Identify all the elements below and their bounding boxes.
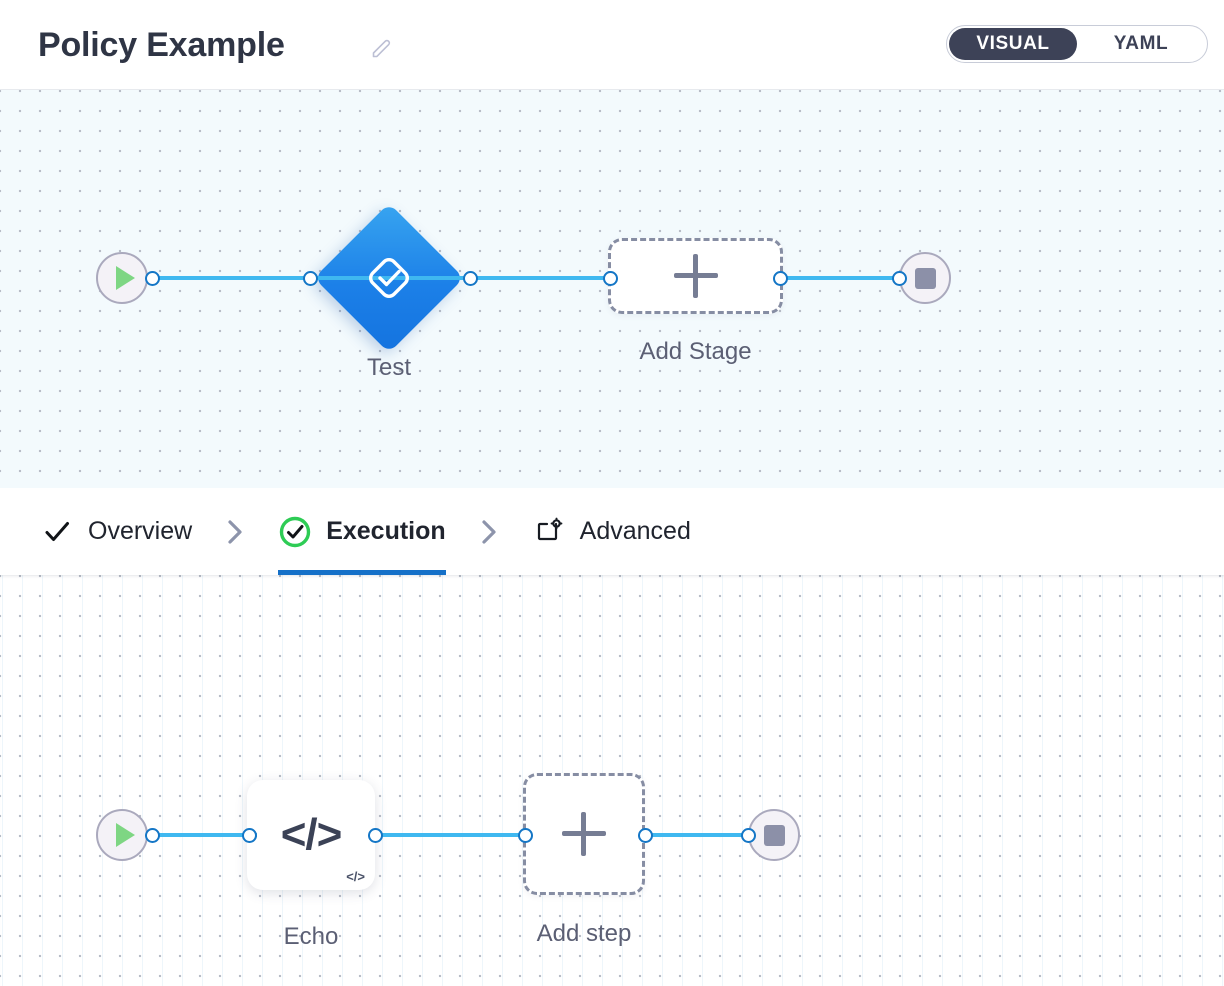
plus-icon-2 [562,812,606,856]
edge-start-to-echo [152,833,257,837]
step-tabbar[interactable]: Overview Execution Advanced [0,488,1224,575]
port-echo-out[interactable] [368,828,383,843]
chevron-right-icon-2 [476,515,502,549]
mode-toggle-yaml[interactable]: YAML [1113,33,1169,54]
add-stage-label: Add Stage [639,338,752,365]
stop-icon-2 [748,809,800,861]
play-icon-2 [96,809,148,861]
port-addstage-out[interactable] [773,271,788,286]
tab-advanced[interactable]: Advanced [532,488,691,575]
port-addstage-in[interactable] [603,271,618,286]
play-icon [96,252,148,304]
stage-node-test[interactable] [314,203,464,353]
port-step-start-out[interactable] [145,828,160,843]
approval-check-icon [363,252,415,304]
stage-end-node[interactable] [899,252,951,304]
tab-advanced-label: Advanced [579,517,691,545]
check-circle-icon [278,515,312,549]
chevron-right-icon [222,515,248,549]
port-test-in[interactable] [303,271,318,286]
edge-test-to-addstage [469,276,614,280]
port-echo-in[interactable] [242,828,257,843]
step-node-echo[interactable]: </> </> [247,780,375,890]
step-type-badge: </> [346,869,365,884]
mode-toggle-visual[interactable]: VISUAL [949,28,1077,60]
pencil-icon[interactable] [368,36,394,62]
step-node-echo-label: Echo [283,923,339,950]
mode-toggle[interactable]: VISUAL YAML [946,25,1208,63]
code-icon: </> [280,810,343,859]
tab-execution-label: Execution [326,517,446,545]
port-addstep-out[interactable] [638,828,653,843]
port-addstep-in[interactable] [518,828,533,843]
port-test-out[interactable] [463,271,478,286]
edge-start-to-test [152,276,312,280]
edge-echo-to-addstep [372,833,532,837]
add-step-button[interactable] [523,773,645,895]
stage-node-test-label: Test [366,354,411,381]
tab-overview[interactable]: Overview [40,488,192,575]
add-stage-button[interactable] [608,238,783,314]
page-title: Policy Example [38,26,285,64]
edge-addstage-to-end [779,276,904,280]
step-end-node[interactable] [748,809,800,861]
step-canvas[interactable]: </> </> Echo Add step [0,575,1224,986]
port-step-end-in[interactable] [741,828,756,843]
step-start-node[interactable] [96,809,148,861]
port-end-in[interactable] [892,271,907,286]
plus-icon [673,254,718,298]
check-icon [40,515,74,549]
add-step-label: Add step [536,920,632,947]
tab-overview-label: Overview [88,517,193,545]
tab-execution[interactable]: Execution [278,488,447,575]
stage-canvas[interactable]: Test Add Stage [0,90,1224,488]
stop-icon [899,252,951,304]
edge-addstep-to-end [640,833,755,837]
page-header: Policy Example VISUAL YAML [0,0,1224,90]
stage-start-node[interactable] [96,252,148,304]
window-gear-icon [532,515,566,549]
port-start-out[interactable] [145,271,160,286]
